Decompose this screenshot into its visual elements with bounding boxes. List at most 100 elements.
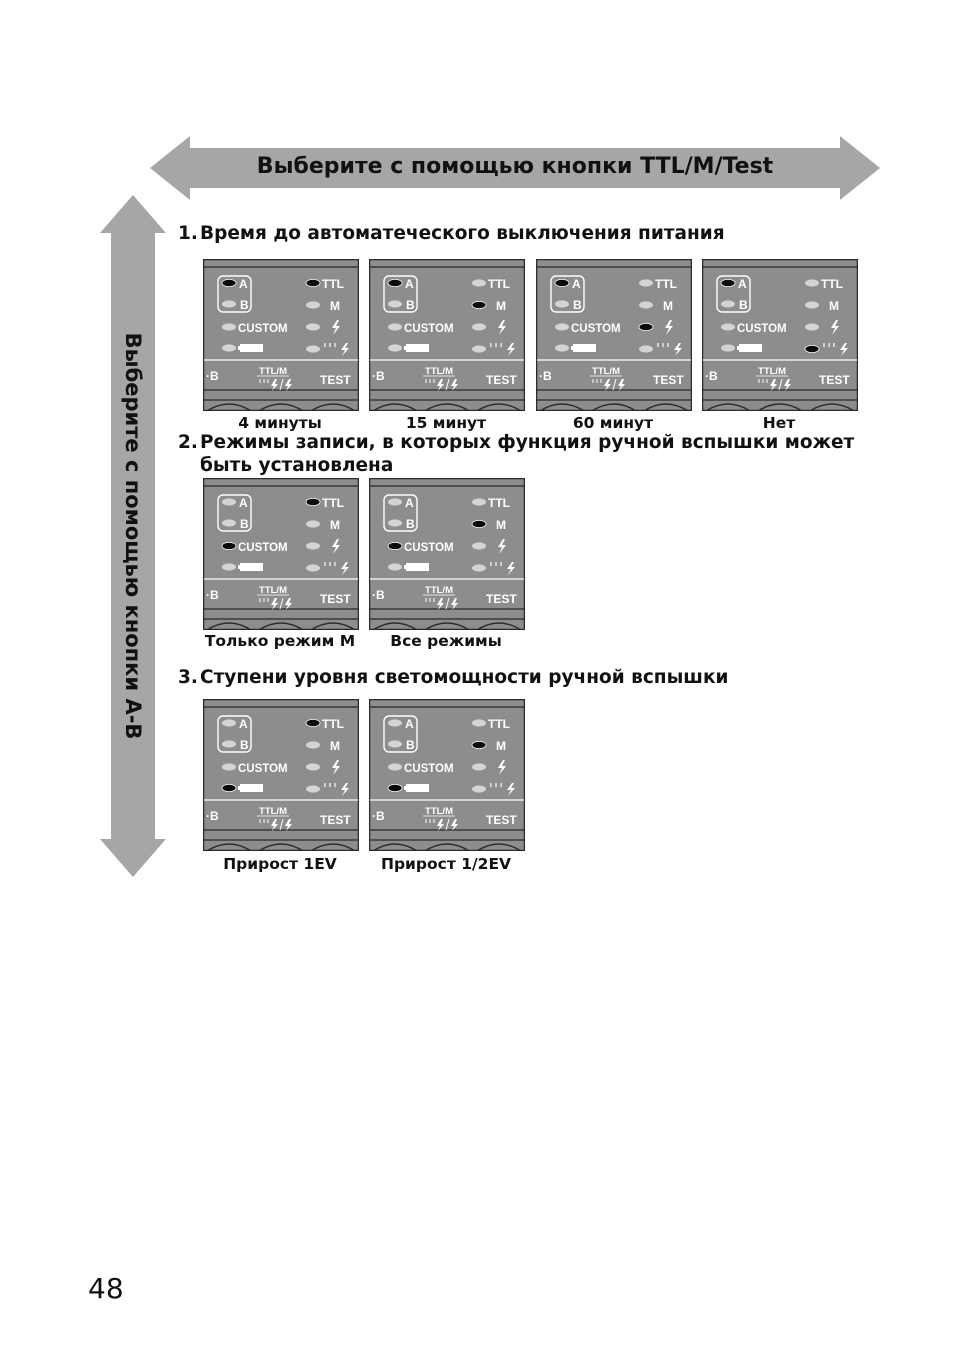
ttl-label: TTL <box>821 277 843 291</box>
lightning-icon <box>498 539 506 554</box>
section-1-heading: 1.Время до автоматеческого выключения пи… <box>178 223 725 244</box>
battery-terminal-icon <box>404 565 406 569</box>
flash-led-icon <box>306 542 320 550</box>
lightning-icon <box>332 539 340 554</box>
battery-terminal-icon <box>238 565 240 569</box>
b-led-icon <box>721 300 735 308</box>
b-led-icon <box>388 740 402 748</box>
ttl-label: TTL <box>322 717 344 731</box>
test-button-label: TEST <box>486 813 517 827</box>
a-b-group-frame <box>383 715 418 753</box>
m-led-icon <box>471 520 487 529</box>
test-button-label: TEST <box>486 373 517 387</box>
custom-led-icon <box>221 542 237 551</box>
option-caption: 4 минуты <box>238 414 322 432</box>
b-led-icon <box>388 300 402 308</box>
hardware-button-icon <box>206 843 252 851</box>
hardware-button-icon <box>757 403 803 411</box>
hardware-button-icon <box>591 403 637 411</box>
hardware-button-icon <box>258 403 304 411</box>
test-button-label: TEST <box>320 373 351 387</box>
b-label: B <box>240 738 249 752</box>
custom-label: CUSTOM <box>571 323 621 335</box>
slash-icon <box>445 597 450 610</box>
a-label: A <box>738 277 747 291</box>
a-b-button-label: ·B <box>705 369 718 383</box>
ttl-m-test-arrow: Выберите с помощью кнопки TTL/M/Test <box>150 134 880 202</box>
option-caption: 60 минут <box>572 414 654 432</box>
custom-led-icon <box>222 323 236 331</box>
a-led-icon <box>554 278 570 287</box>
lightning-icon <box>341 343 349 356</box>
a-label: A <box>572 277 581 291</box>
ttl-m-button-label: TTL/M <box>259 806 287 817</box>
ttl-label: TTL <box>488 496 510 510</box>
hardware-button-icon <box>372 403 418 411</box>
hardware-button-icon <box>310 843 356 851</box>
a-b-group-frame <box>716 275 751 313</box>
a-b-arrow: Выберите с помощью кнопки A-B <box>100 195 166 877</box>
test-button-label: TEST <box>320 592 351 606</box>
flash-led-icon <box>306 323 320 331</box>
m-led-icon <box>639 301 653 309</box>
battery-icon <box>240 563 263 571</box>
a-label: A <box>405 496 414 510</box>
a-led-icon <box>388 498 402 506</box>
flash-led-icon <box>472 542 486 550</box>
lightning-icon <box>604 379 611 391</box>
slash-icon <box>279 378 284 391</box>
lightning-icon <box>271 819 278 831</box>
option-caption: Все режимы <box>390 632 502 650</box>
lightning-icon <box>840 343 848 356</box>
ttl-led-icon <box>805 279 819 287</box>
ttl-led-icon <box>305 718 321 727</box>
option-caption: Прирост 1EV <box>223 855 337 873</box>
ttl-label: TTL <box>488 277 510 291</box>
multi-flash-led-icon <box>306 345 320 353</box>
lightning-icon <box>341 562 349 575</box>
battery-led-icon <box>222 344 236 352</box>
battery-terminal-icon <box>737 346 739 350</box>
hardware-button-icon <box>476 622 522 630</box>
lightning-icon <box>507 343 515 356</box>
flash-led-icon <box>472 763 486 771</box>
custom-label: CUSTOM <box>238 323 288 335</box>
b-label: B <box>240 298 249 312</box>
hardware-button-icon <box>424 403 470 411</box>
battery-icon <box>406 563 429 571</box>
multi-flash-led-icon <box>472 785 486 793</box>
hardware-button-icon <box>372 843 418 851</box>
battery-icon <box>406 784 429 792</box>
custom-led-icon <box>222 763 236 771</box>
a-b-button-label: ·B <box>372 369 385 383</box>
lightning-icon <box>341 783 349 796</box>
lightning-icon <box>451 598 458 610</box>
custom-led-icon <box>555 323 569 331</box>
section-2-heading: 2.Режимы записи, в которых функция ручно… <box>178 432 855 476</box>
b-label: B <box>406 738 415 752</box>
ttl-led-icon <box>472 279 486 287</box>
multi-flash-led-icon <box>306 564 320 572</box>
a-label: A <box>405 277 414 291</box>
b-label: B <box>240 517 249 531</box>
hardware-button-icon <box>206 403 252 411</box>
multi-flash-led-icon <box>306 785 320 793</box>
ttl-label: TTL <box>322 277 344 291</box>
b-label: B <box>739 298 748 312</box>
m-label: M <box>330 518 340 532</box>
custom-led-icon <box>388 323 402 331</box>
slash-icon <box>279 597 284 610</box>
a-led-icon <box>221 278 237 287</box>
lightning-icon <box>285 598 292 610</box>
ttl-m-button-label: TTL/M <box>592 366 620 377</box>
lightning-icon <box>285 379 292 391</box>
ttl-led-icon <box>472 719 486 727</box>
